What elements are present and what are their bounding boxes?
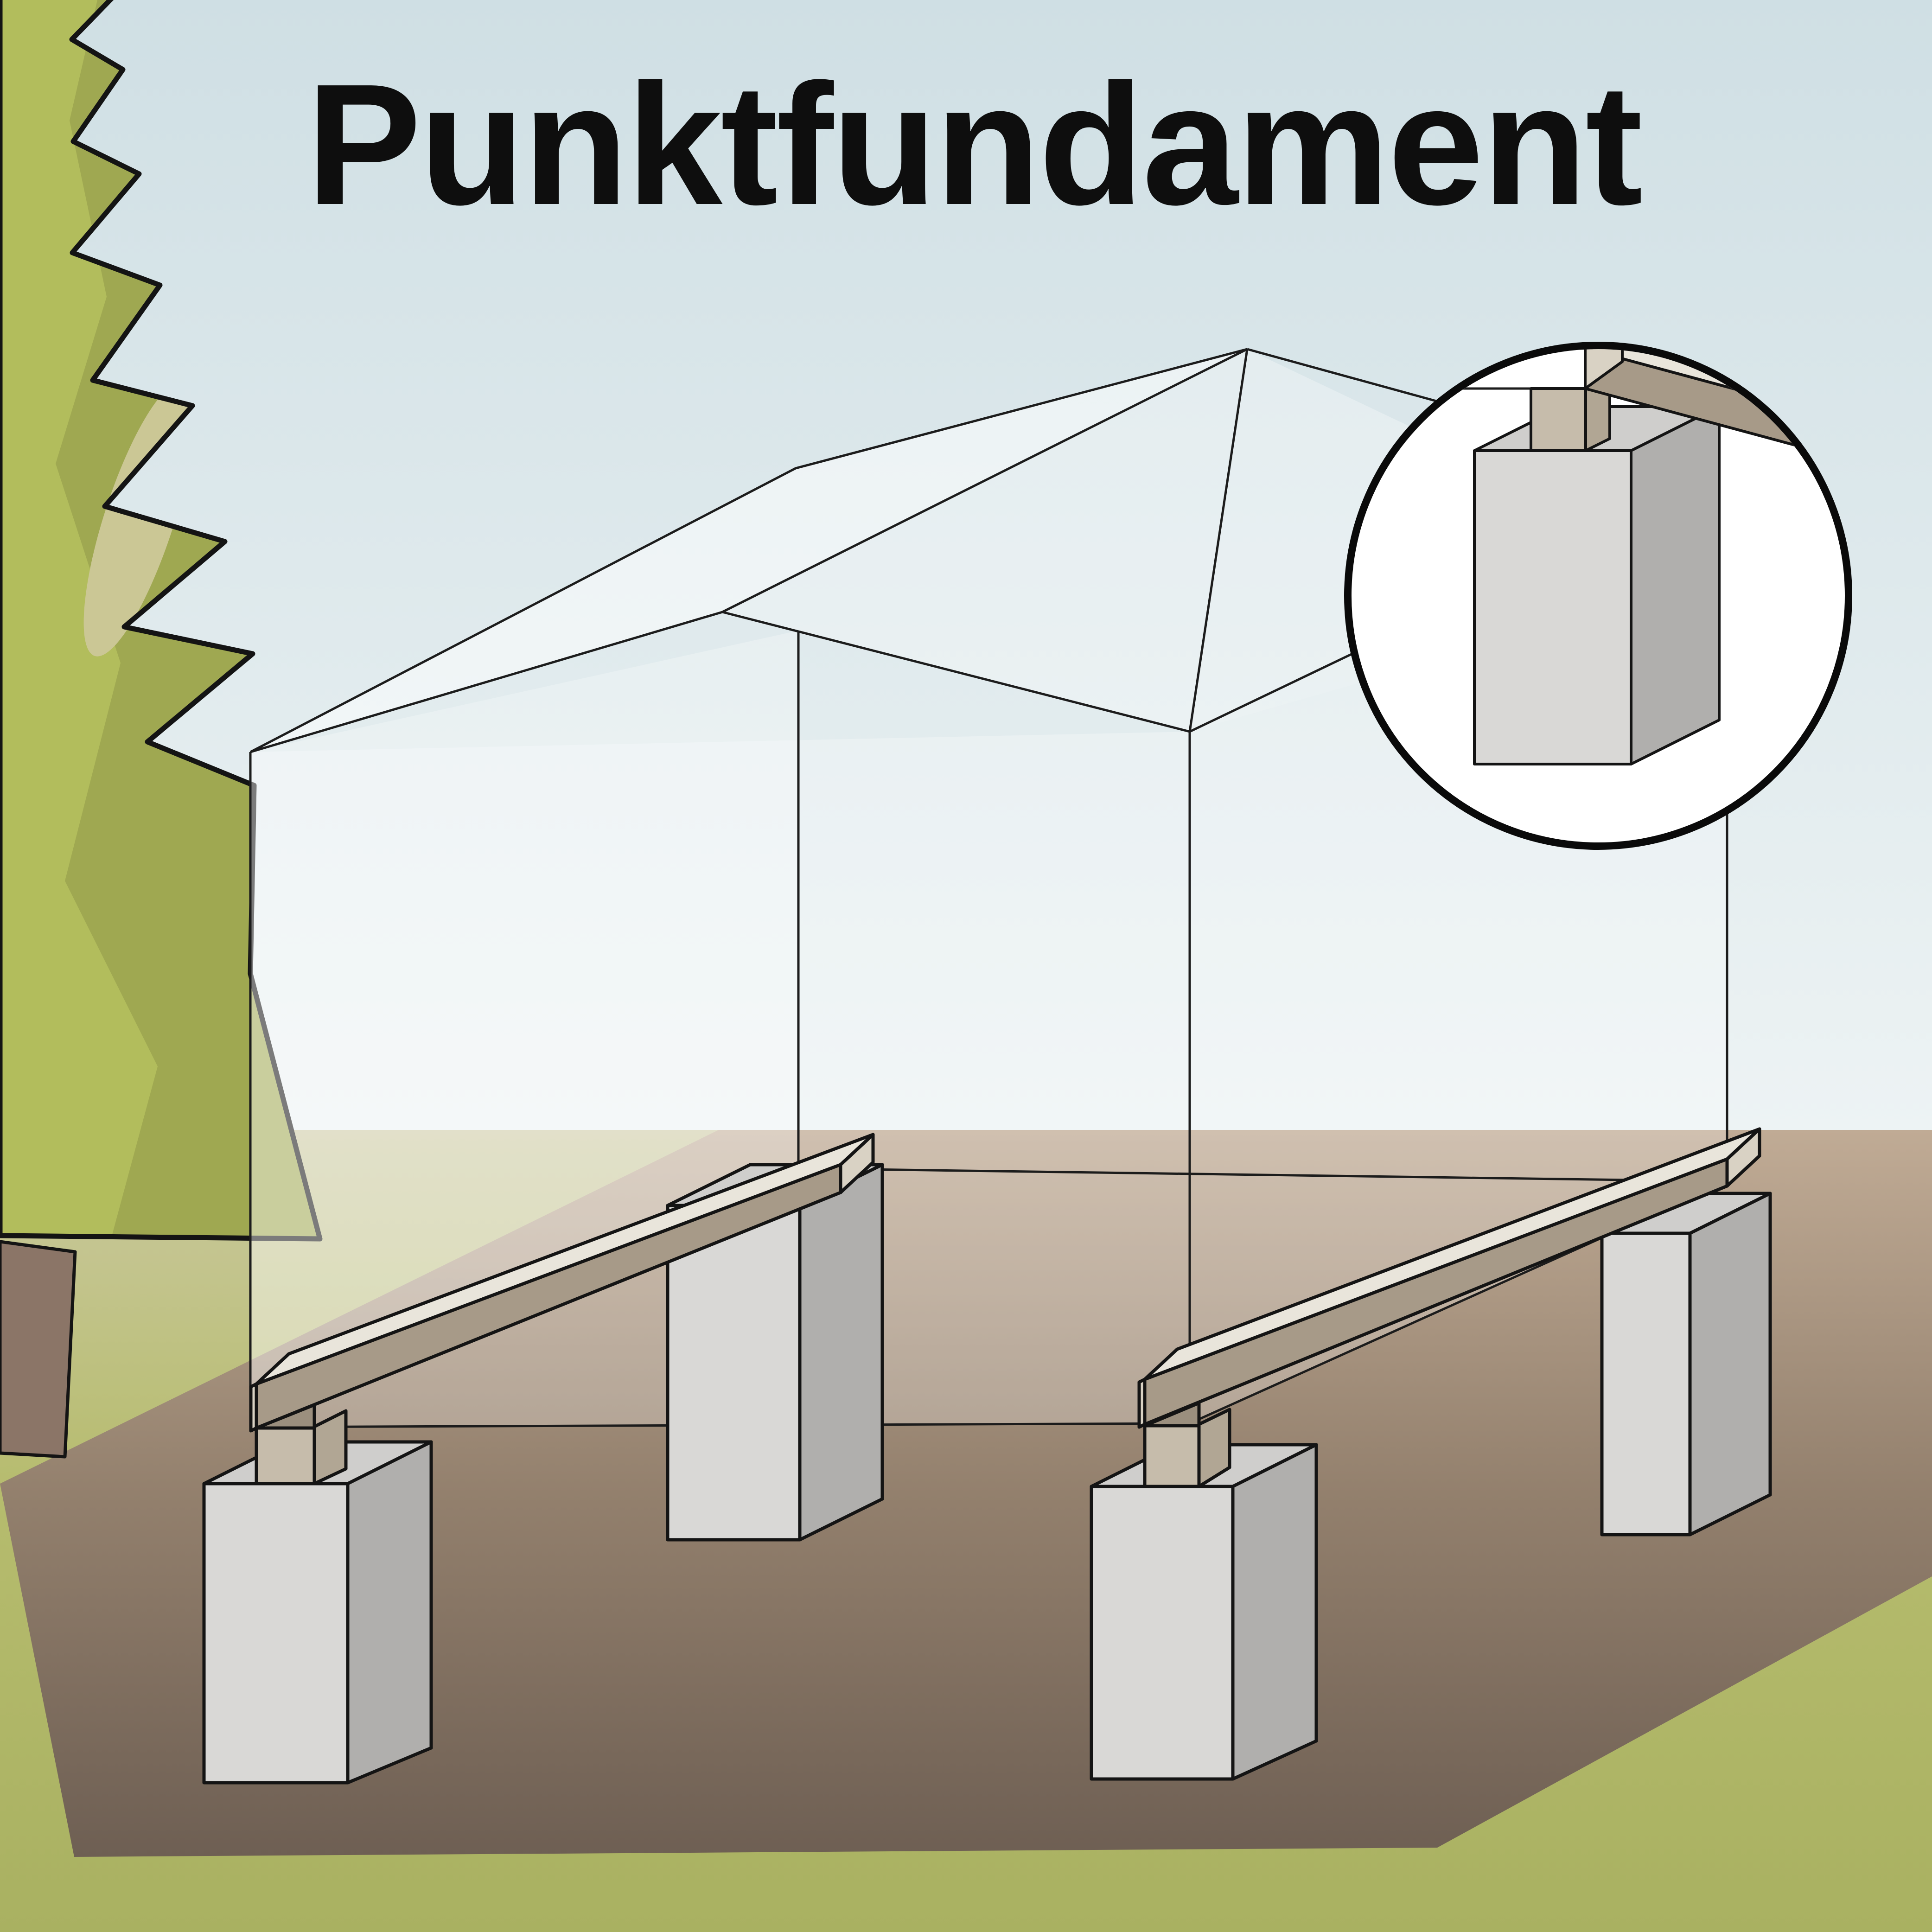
beam-end-face bbox=[839, 1133, 875, 1194]
tree-trunk bbox=[0, 1240, 77, 1459]
pier-back-left bbox=[666, 1163, 884, 1542]
house-edge-eave-left bbox=[722, 611, 1190, 733]
inset-beam-end bbox=[1584, 349, 1624, 390]
page-title: Punktfundament bbox=[306, 48, 1642, 241]
house-roof-gable-left bbox=[722, 349, 1247, 732]
beam-left bbox=[249, 1133, 875, 1433]
beam-end-face bbox=[1137, 1377, 1147, 1429]
pier-front-right bbox=[1090, 1443, 1318, 1781]
house-edge-eave-right bbox=[1189, 651, 1355, 733]
house-edge-ridge-right bbox=[1247, 348, 1440, 403]
post-front-face bbox=[255, 1425, 316, 1486]
beam-end-face bbox=[1725, 1127, 1761, 1188]
inset-post-front bbox=[1530, 387, 1587, 452]
pier-back-right bbox=[1600, 1192, 1772, 1537]
house-edge-gable-center bbox=[1188, 349, 1249, 732]
inset-ring bbox=[1344, 342, 1852, 850]
beam-right bbox=[1137, 1127, 1761, 1429]
pier-side-face bbox=[1231, 1443, 1318, 1781]
post-front-right bbox=[1143, 1401, 1231, 1488]
post-front-face bbox=[1143, 1422, 1201, 1488]
tree-foliage-light bbox=[0, 0, 158, 1238]
house-roof-left bbox=[250, 349, 1247, 752]
inset-pier-front bbox=[1473, 449, 1632, 765]
pier-front-face bbox=[202, 1482, 350, 1785]
pier-side-face bbox=[346, 1440, 433, 1785]
pier-front-face bbox=[1600, 1231, 1692, 1537]
pier-side-face bbox=[1688, 1192, 1772, 1537]
foundations bbox=[202, 1127, 1772, 1785]
house-edge-base-back bbox=[798, 1167, 1728, 1183]
detail-inset bbox=[1344, 342, 1852, 850]
house-front-wall bbox=[250, 732, 1190, 1427]
inset-pier-side bbox=[1630, 405, 1721, 765]
beam-end-face bbox=[249, 1382, 258, 1433]
pier-front-left bbox=[202, 1440, 433, 1785]
pier-side-face bbox=[798, 1163, 884, 1542]
pier-front-face bbox=[1090, 1485, 1235, 1781]
